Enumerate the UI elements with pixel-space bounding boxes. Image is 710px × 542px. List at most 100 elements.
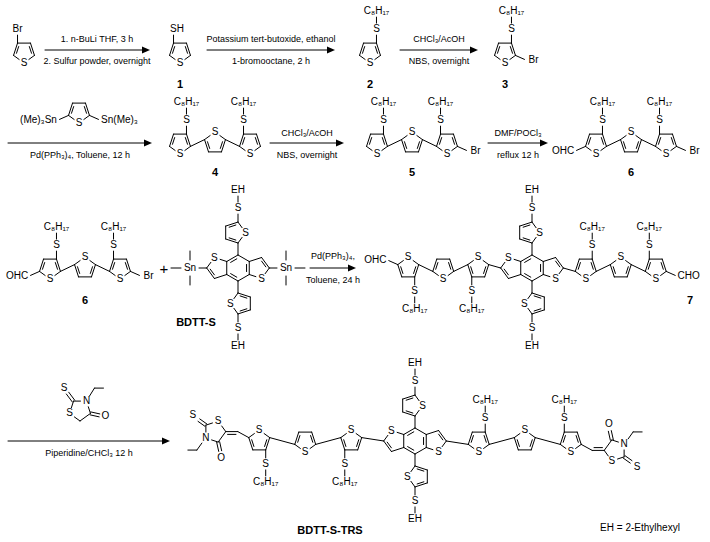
bond-line [422, 140, 436, 147]
bond-line [519, 226, 520, 239]
bond-line [414, 277, 415, 285]
bond-line [611, 431, 613, 440]
atom-label: S [177, 149, 184, 159]
atom-label: C₈H₁₇ [44, 222, 69, 232]
atom-label: CHO [678, 271, 700, 281]
bond-line [520, 262, 521, 275]
bond-line [382, 138, 384, 145]
bond-line [483, 261, 489, 265]
bond-line [89, 388, 94, 396]
atom-label: C₈H₁₇ [637, 222, 662, 232]
bond-line [80, 413, 90, 421]
atom-label: S [61, 383, 68, 393]
bond-line [383, 126, 384, 134]
bond-line [528, 308, 532, 314]
bond-line [310, 444, 316, 448]
bond-line [523, 238, 530, 240]
bond-line [383, 108, 384, 114]
bond-line [532, 237, 536, 243]
bond-line [523, 225, 530, 227]
bond-line [185, 47, 187, 54]
atom-label: S [388, 426, 395, 436]
arrow-head [470, 47, 478, 54]
bond-line [367, 134, 371, 146]
bond-line [404, 448, 415, 455]
bond-line [521, 275, 532, 282]
bond-line [472, 432, 485, 433]
atom-label: S [529, 203, 536, 213]
bond-line [532, 310, 544, 314]
bond-line [270, 438, 295, 445]
atom-label: Sn(Me)₃ [101, 115, 138, 125]
bond-line [262, 261, 266, 267]
bond-line [590, 134, 603, 135]
bond-line [42, 263, 44, 270]
atom-label: S [435, 447, 442, 457]
atom-label: S [589, 240, 596, 250]
reaction-arrow [45, 50, 143, 51]
atom-label: S [404, 472, 411, 482]
arrow-head [327, 47, 335, 54]
bond-line [544, 297, 545, 310]
bond-line [440, 126, 441, 134]
bond-line [29, 47, 31, 54]
atom-label: S [440, 274, 447, 284]
bond-line [676, 146, 685, 150]
bond-line [264, 434, 270, 438]
bond-line [56, 233, 57, 239]
bond-line [510, 55, 516, 59]
bond-line [671, 138, 673, 145]
bond-line [661, 263, 663, 270]
bond-line [532, 255, 543, 262]
atom-label: EH [408, 514, 422, 524]
bond-line [238, 255, 249, 262]
bond-line [596, 265, 610, 272]
bond-line [586, 134, 590, 146]
bond-line [660, 134, 673, 135]
atom-label: S [341, 459, 348, 469]
atom-label: S [521, 425, 528, 435]
bond-line [265, 268, 269, 274]
atom-label: S [373, 24, 380, 34]
bond-line [575, 271, 581, 275]
atom-label: C₈H₁₇ [402, 304, 427, 314]
bond-line [402, 140, 406, 152]
atom-label: Sn [184, 263, 196, 273]
bond-line [591, 263, 593, 270]
bond-line [543, 262, 544, 275]
bond-line [588, 138, 590, 145]
reagent-text: NBS, overnight [409, 57, 470, 66]
bond-line [631, 265, 645, 272]
bond-line [612, 440, 619, 442]
atom-label: S [482, 413, 489, 423]
bond-line [77, 267, 79, 274]
bond-line [521, 255, 532, 262]
bond-line [534, 296, 541, 298]
atom-label: S [617, 252, 624, 262]
bond-line [14, 55, 20, 59]
atom-label: S [117, 274, 124, 284]
bond-line [186, 108, 187, 114]
bond-line [172, 138, 174, 145]
bond-line [515, 55, 524, 59]
bond-line [613, 267, 615, 274]
atom-label: S [412, 496, 419, 506]
bond-line [602, 134, 606, 146]
bond-line [592, 233, 593, 239]
bond-line [130, 271, 139, 275]
bond-line [376, 43, 380, 55]
bond-line [185, 138, 187, 145]
bond-line [659, 108, 660, 114]
atom-label: S [593, 149, 600, 159]
bond-line [95, 265, 109, 272]
bond-line [586, 146, 592, 150]
bond-line [614, 276, 627, 277]
atom-label: S [405, 252, 412, 262]
bond-line [649, 233, 650, 239]
atom-label: S [508, 24, 515, 34]
bond-line [415, 487, 416, 495]
atom-label: C₈H₁₇ [371, 97, 396, 107]
atom-label: S [656, 115, 663, 125]
bond-line [433, 259, 437, 271]
atom-label: S [256, 425, 263, 435]
